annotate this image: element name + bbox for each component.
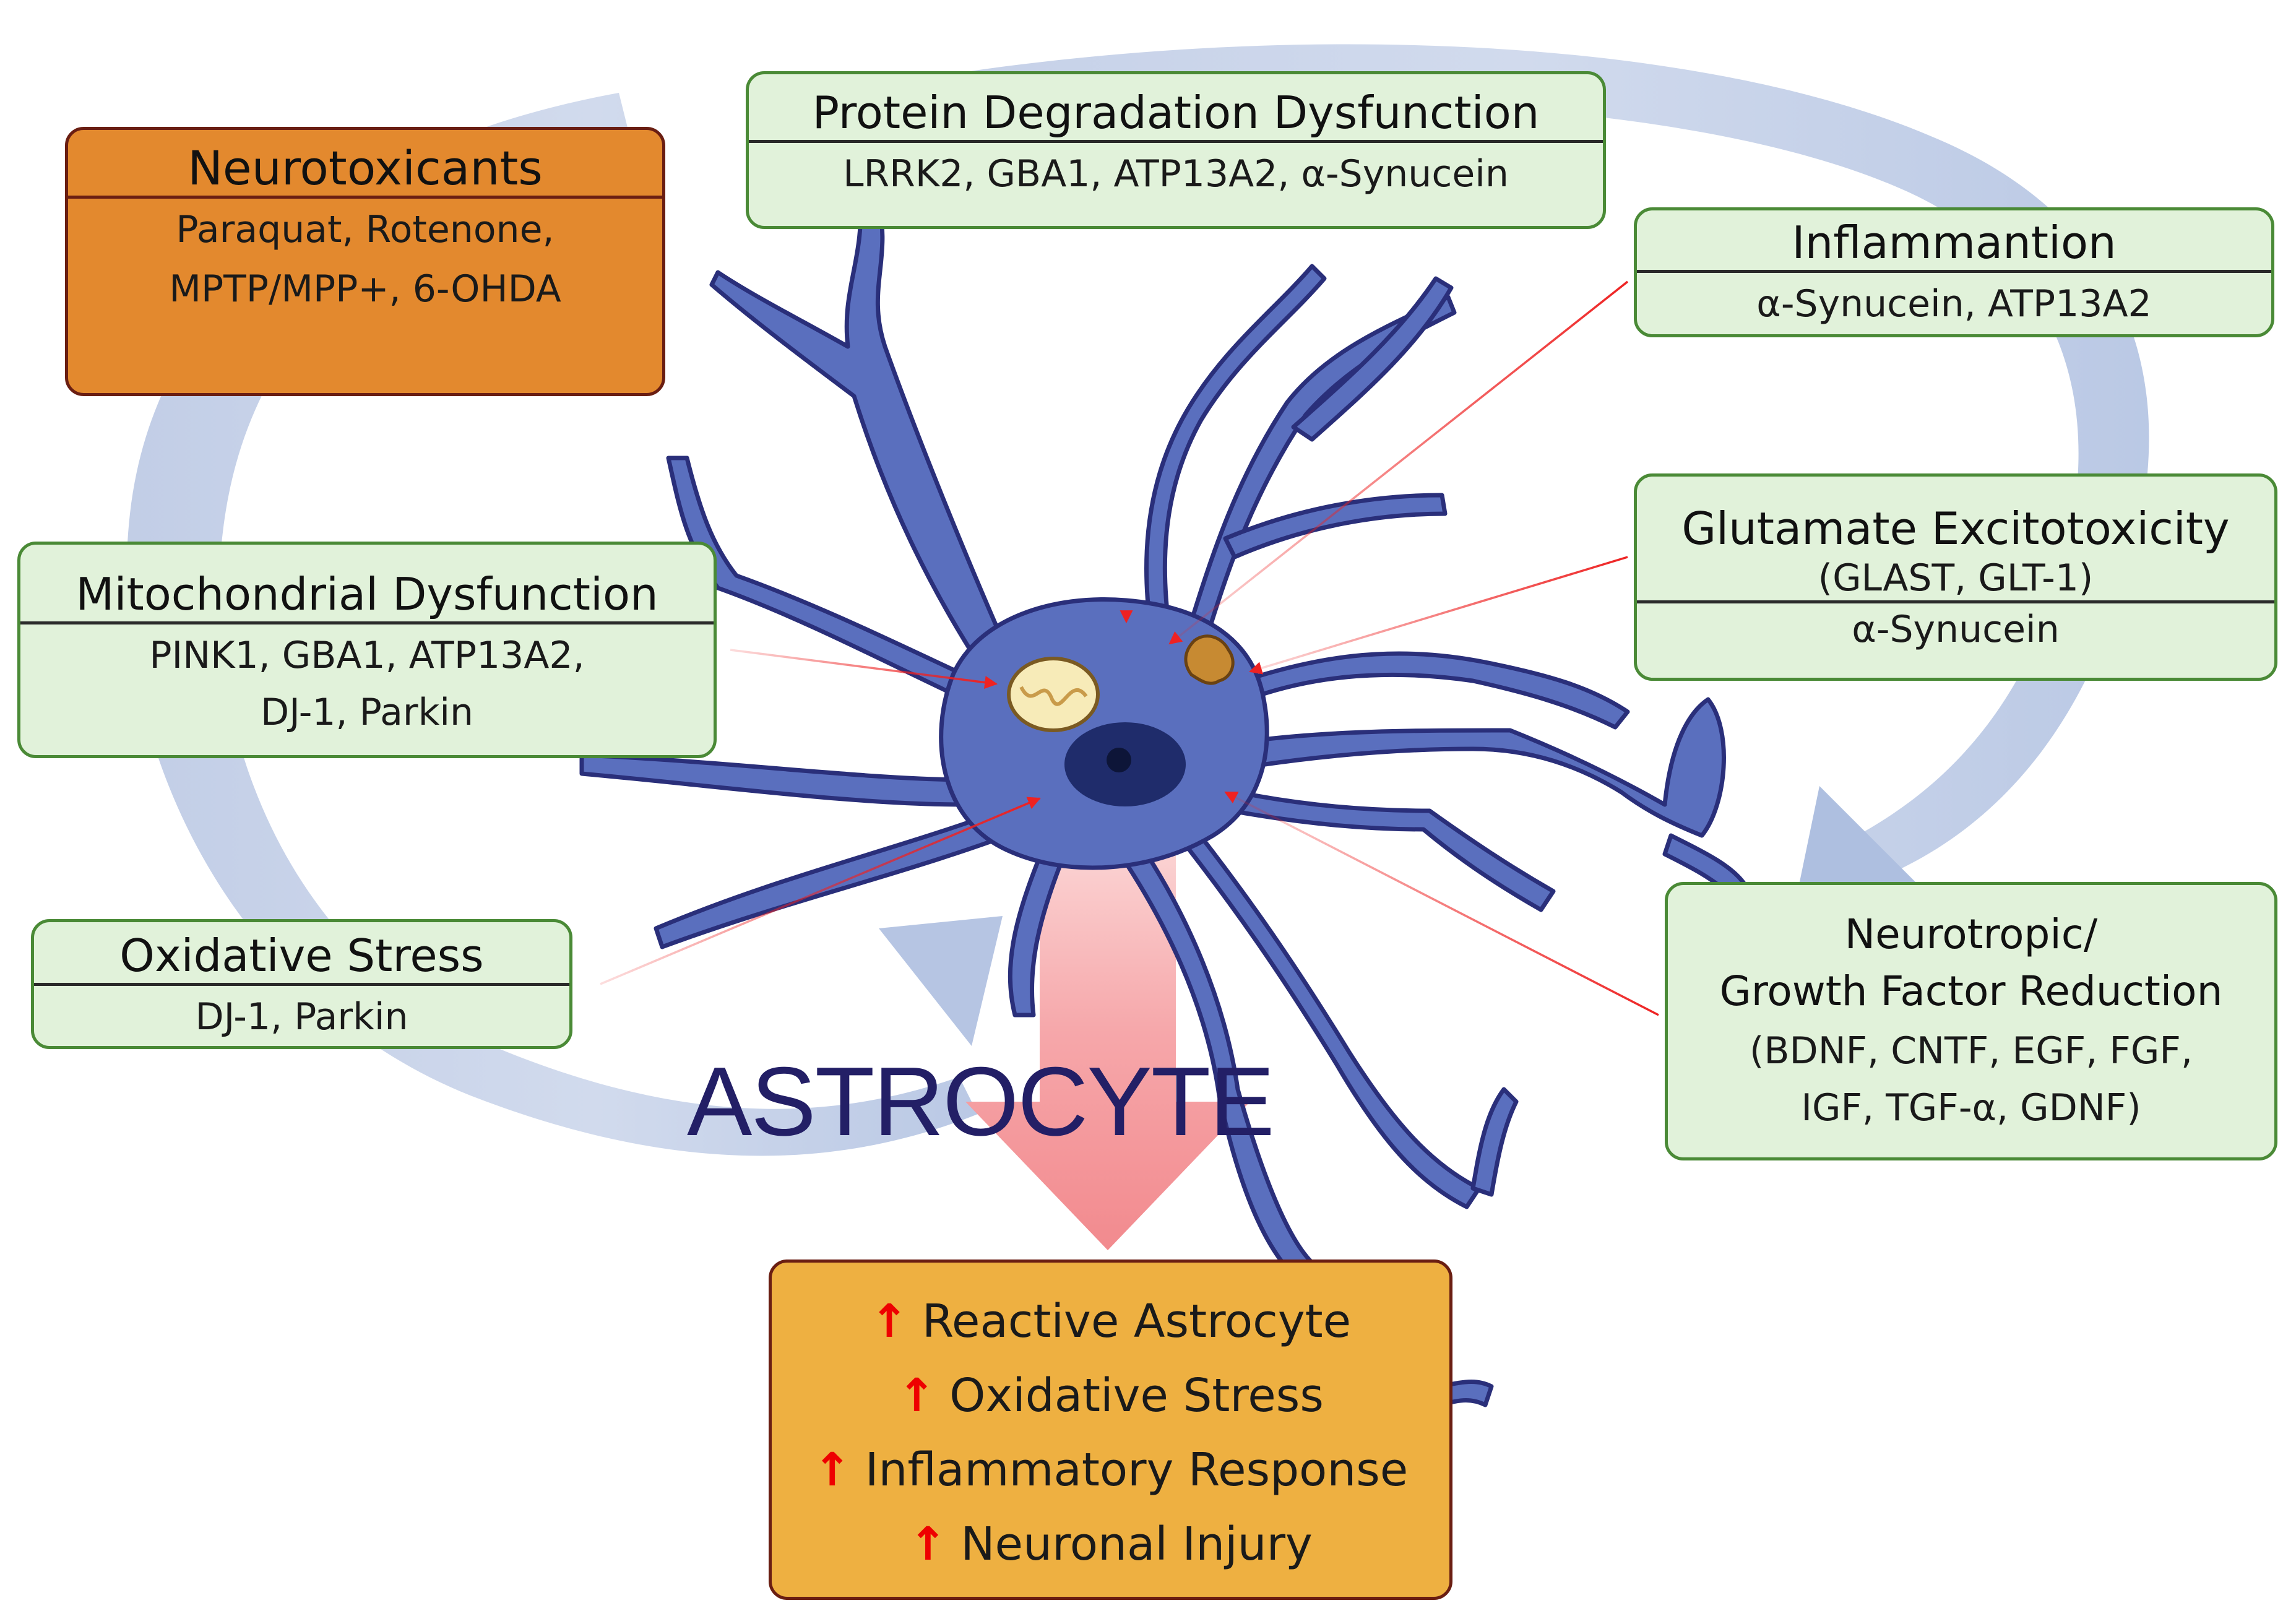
golgi-icon (1184, 634, 1235, 685)
inflammation-genes: α-Synucein, ATP13A2 (1756, 282, 2152, 326)
oxidative-stress-title: Oxidative Stress (119, 930, 484, 982)
outcome-label: Inflammatory Response (865, 1443, 1409, 1497)
protein-degradation-genes: LRRK2, GBA1, ATP13A2, α-Synucein (843, 152, 1509, 196)
outcome-label: Neuronal Injury (960, 1518, 1313, 1571)
neurotoxicants-line1: Paraquat, Rotenone, (176, 208, 555, 251)
up-arrow-icon: ↑ (813, 1443, 852, 1497)
glutamate-box: Glutamate Excitotoxicity (GLAST, GLT-1) … (1634, 473, 2277, 681)
oxidative-stress-box: Oxidative Stress DJ-1, Parkin (31, 919, 572, 1049)
neurotoxicants-title: Neurotoxicants (188, 140, 543, 196)
outcome-inflammatory-response: ↑Inflammatory Response (772, 1443, 1449, 1497)
divider (68, 196, 662, 199)
outcome-oxidative-stress: ↑Oxidative Stress (772, 1369, 1449, 1422)
divider (34, 983, 569, 986)
glutamate-transporters: (GLAST, GLT-1) (1818, 556, 2094, 600)
protein-degradation-title: Protein Degradation Dysfunction (812, 87, 1540, 139)
mitochondrial-title: Mitochondrial Dysfunction (76, 568, 658, 620)
neurotoxicants-box: Neurotoxicants Paraquat, Rotenone, MPTP/… (65, 127, 665, 396)
astrocyte-label: ASTROCYTE (687, 1047, 1275, 1156)
up-arrow-icon: ↑ (870, 1295, 908, 1348)
outcome-reactive-astrocyte: ↑Reactive Astrocyte (772, 1295, 1449, 1348)
up-arrow-icon: ↑ (908, 1518, 947, 1571)
neurotropic-factors-line1: (BDNF, CNTF, EGF, FGF, (1749, 1029, 2193, 1073)
neurotropic-title-line1: Neurotropic/ (1844, 910, 2098, 958)
inflammation-box: Inflammantion α-Synucein, ATP13A2 (1634, 207, 2274, 337)
divider (1637, 600, 2274, 603)
outcome-label: Reactive Astrocyte (921, 1295, 1352, 1348)
inflammation-title: Inflammantion (1792, 217, 2117, 269)
pathway-arrows (600, 266, 1659, 1016)
glutamate-genes: α-Synucein (1852, 608, 2060, 651)
up-arrow-icon: ↑ (897, 1369, 936, 1422)
divider (749, 140, 1603, 143)
neurotropic-title-line2: Growth Factor Reduction (1719, 967, 2223, 1015)
neurotropic-factors-line2: IGF, TGF-α, GDNF) (1801, 1086, 2141, 1130)
divider (20, 621, 714, 624)
neurotoxicants-line2: MPTP/MPP+, 6-OHDA (169, 267, 561, 311)
oxidative-stress-genes: DJ-1, Parkin (195, 995, 408, 1039)
outcomes-box: ↑Reactive Astrocyte ↑Oxidative Stress ↑I… (769, 1260, 1452, 1600)
mitochondrion-icon (1007, 657, 1100, 732)
divider (1637, 270, 2271, 273)
protein-degradation-box: Protein Degradation Dysfunction LRRK2, G… (746, 71, 1606, 229)
mitochondrial-line2: DJ-1, Parkin (260, 691, 474, 734)
outcome-neuronal-injury: ↑Neuronal Injury (772, 1518, 1449, 1571)
neurotropic-box: Neurotropic/ Growth Factor Reduction (BD… (1665, 882, 2277, 1160)
glutamate-title: Glutamate Excitotoxicity (1681, 503, 2230, 555)
outcome-label: Oxidative Stress (949, 1369, 1324, 1422)
mitochondrial-box: Mitochondrial Dysfunction PINK1, GBA1, A… (17, 542, 717, 758)
down-arrow (965, 854, 1250, 1250)
nucleus-icon (1064, 722, 1186, 806)
mitochondrial-line1: PINK1, GBA1, ATP13A2, (149, 634, 585, 677)
